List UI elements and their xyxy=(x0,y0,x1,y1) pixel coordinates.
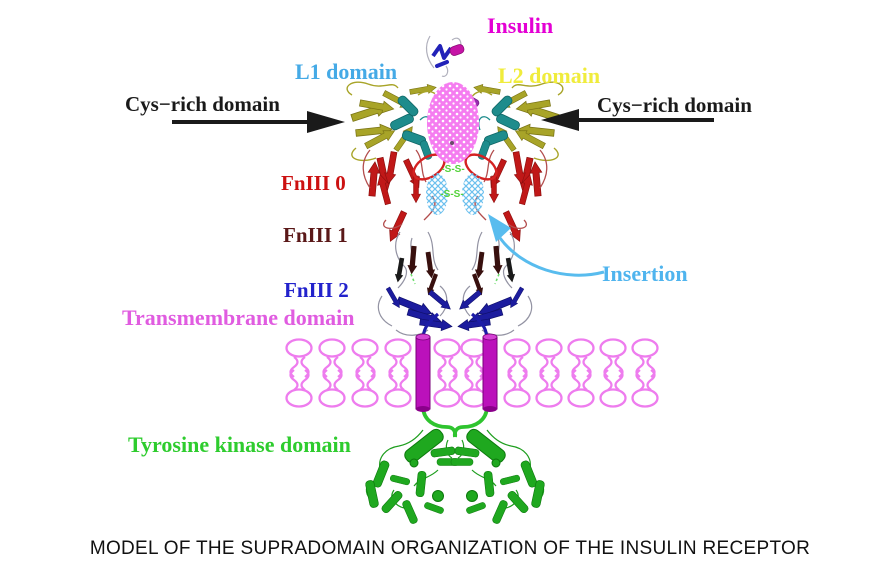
tyrosine-kinase-label: Tyrosine kinase domain xyxy=(128,432,351,457)
transmembrane-label: Transmembrane domain xyxy=(122,305,354,330)
insulin-label: Insulin xyxy=(487,13,553,38)
insulin-molecule xyxy=(425,35,465,77)
fniii2-label: FnIII 2 xyxy=(284,278,349,302)
cys-rich-label-right: Cys−rich domain xyxy=(597,93,752,117)
l2-domain-label: L2 domain xyxy=(498,63,600,88)
insertion-arrow xyxy=(488,214,605,277)
figure-caption: MODEL OF THE SUPRADOMAIN ORGANIZATION OF… xyxy=(90,538,810,559)
plasma-membrane xyxy=(285,338,659,408)
tm-helices xyxy=(415,333,498,412)
fniii1-label: FnIII 1 xyxy=(283,223,348,247)
l1-domain-label: L1 domain xyxy=(295,59,397,84)
cys-rich-arrow-left xyxy=(172,111,345,133)
disulfide-upper: -S-S- xyxy=(441,164,464,175)
insertion-label: Insertion xyxy=(602,261,688,286)
cys-rich-arrow-right xyxy=(541,109,714,131)
binding-pocket-oval xyxy=(427,82,479,164)
cys-rich-label-left: Cys−rich domain xyxy=(125,92,280,116)
disulfide-lower: -S-S- xyxy=(440,189,463,200)
fniii0-label: FnIII 0 xyxy=(281,171,346,195)
